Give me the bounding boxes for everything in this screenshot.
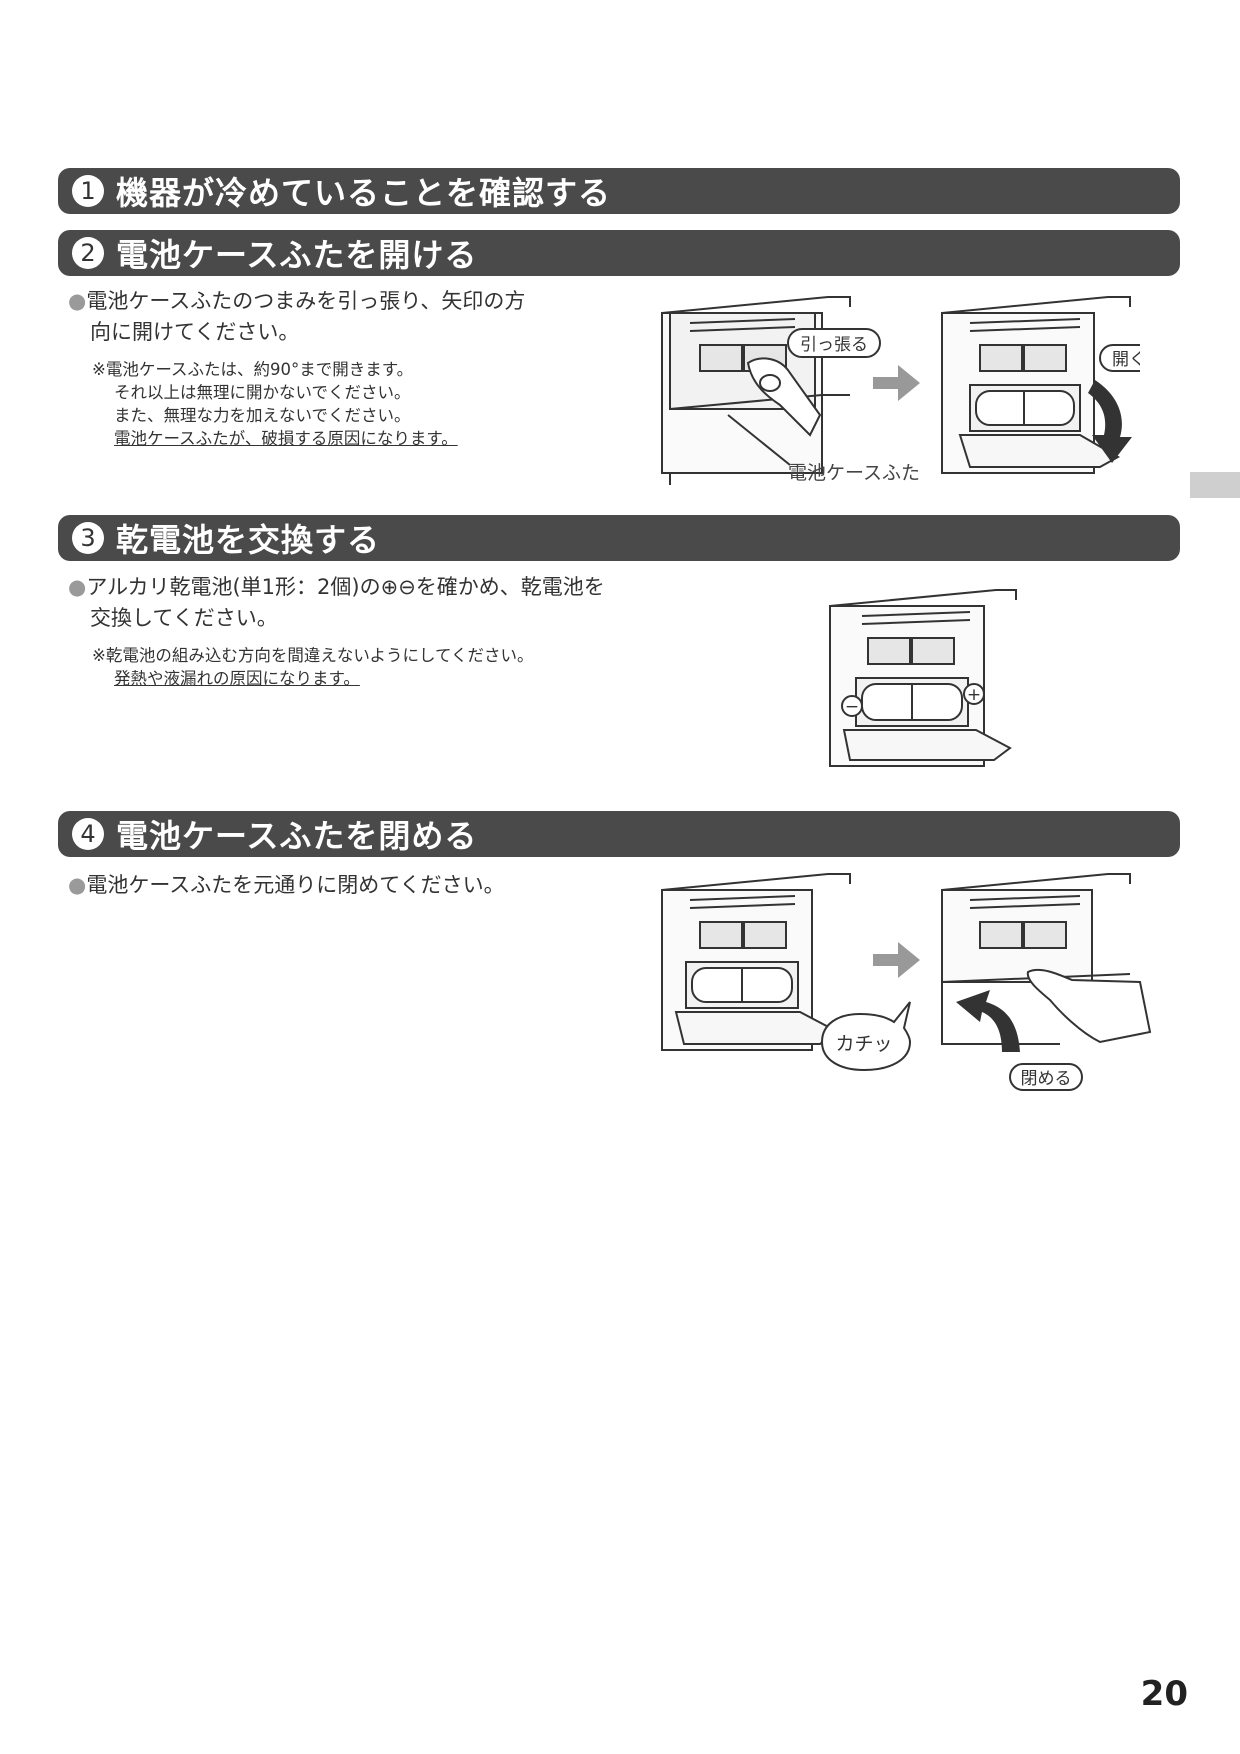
svg-text:開く: 開く xyxy=(1112,350,1140,370)
leader-line xyxy=(727,414,791,466)
step-2-note: ※電池ケースふたは、約90°まで開きます。 それ以上は無理に開かないでください。… xyxy=(92,358,632,450)
step-number: 2 xyxy=(72,237,104,269)
instruction-line: 電池ケースふたのつまみを引っ張り、矢印の方 xyxy=(86,289,526,313)
hand-icon xyxy=(1026,968,1152,1044)
click-speech-bubble: カチッ xyxy=(820,1001,912,1072)
hand-icon xyxy=(746,357,822,437)
step-4-instruction: ●電池ケースふたを元通りに閉めてください。 xyxy=(68,870,628,901)
note-line: また、無理な力を加えないでください。 xyxy=(114,406,411,425)
step-3-note: ※乾電池の組み込む方向を間違えないようにしてください。 発熱や液漏れの原因になり… xyxy=(92,644,652,690)
instruction-line: 交換してください。 xyxy=(90,606,278,630)
side-tab-marker xyxy=(1190,472,1240,498)
instruction-line: 電池ケースふたを元通りに閉めてください。 xyxy=(86,873,505,897)
step-number: 1 xyxy=(72,175,104,207)
step-2-instruction: ●電池ケースふたのつまみを引っ張り、矢印の方 向に開けてください。 xyxy=(68,286,628,348)
instruction-line: 向に開けてください。 xyxy=(90,320,300,344)
step-2-header: 2 電池ケースふたを開ける xyxy=(58,230,1180,276)
arrow-right-icon xyxy=(873,942,920,978)
device-battery-illustration xyxy=(829,589,1017,767)
step-2-illustration: 引っ張る 電池ケースふた 開く xyxy=(661,296,1140,485)
lid-label: 電池ケースふた xyxy=(788,462,920,484)
svg-text:カチッ: カチッ xyxy=(835,1033,892,1055)
minus-terminal-icon: − xyxy=(841,695,863,717)
step-4-header: 4 電池ケースふたを閉める xyxy=(58,811,1180,857)
step-3-header: 3 乾電池を交換する xyxy=(58,515,1180,561)
bullet: ● xyxy=(68,575,87,599)
svg-text:引っ張る: 引っ張る xyxy=(800,335,868,355)
step-4-illustration: カチッ 閉める xyxy=(661,873,1152,1091)
open-label: 開く xyxy=(1099,344,1140,372)
step-title: 電池ケースふたを開ける xyxy=(116,236,478,274)
svg-text:−: − xyxy=(845,697,859,717)
pull-label: 引っ張る xyxy=(787,328,881,358)
arrow-right-icon xyxy=(873,365,920,401)
bullet: ● xyxy=(68,289,87,313)
device-closed-illustration xyxy=(941,873,1131,1045)
plus-terminal-icon: + xyxy=(963,683,985,705)
device-open-illustration xyxy=(661,873,851,1051)
step-3-illustration: − + xyxy=(829,589,1017,767)
step-3-instruction: ●アルカリ乾電池(単1形：2個)の⊕⊖を確かめ、乾電池を 交換してください。 xyxy=(68,572,708,634)
note-line: ※電池ケースふたは、約90°まで開きます。 xyxy=(92,360,414,379)
step-1-header: 1 機器が冷めていることを確認する xyxy=(58,168,1180,214)
close-label: 閉める xyxy=(1009,1063,1083,1091)
instruction-line: アルカリ乾電池(単1形：2個)の⊕⊖を確かめ、乾電池を xyxy=(86,575,605,599)
note-line-underlined: 電池ケースふたが、破損する原因になります。 xyxy=(114,429,458,448)
note-line: ※乾電池の組み込む方向を間違えないようにしてください。 xyxy=(92,646,534,665)
step-number: 3 xyxy=(72,522,104,554)
step-title: 電池ケースふたを閉める xyxy=(116,817,478,855)
device-closed-illustration xyxy=(661,296,851,485)
step-title: 機器が冷めていることを確認する xyxy=(116,174,612,212)
curved-arrow-down-icon xyxy=(1088,380,1132,463)
svg-text:閉める: 閉める xyxy=(1021,1069,1072,1089)
bullet: ● xyxy=(68,873,87,897)
note-line-underlined: 発熱や液漏れの原因になります。 xyxy=(114,669,360,688)
step-title: 乾電池を交換する xyxy=(116,521,381,559)
note-line: それ以上は無理に開かないでください。 xyxy=(114,383,411,402)
page-number: 20 xyxy=(1140,1674,1188,1714)
step-number: 4 xyxy=(72,818,104,850)
curved-arrow-up-icon xyxy=(956,990,1020,1052)
device-open-illustration xyxy=(941,296,1131,474)
svg-text:+: + xyxy=(967,685,981,705)
